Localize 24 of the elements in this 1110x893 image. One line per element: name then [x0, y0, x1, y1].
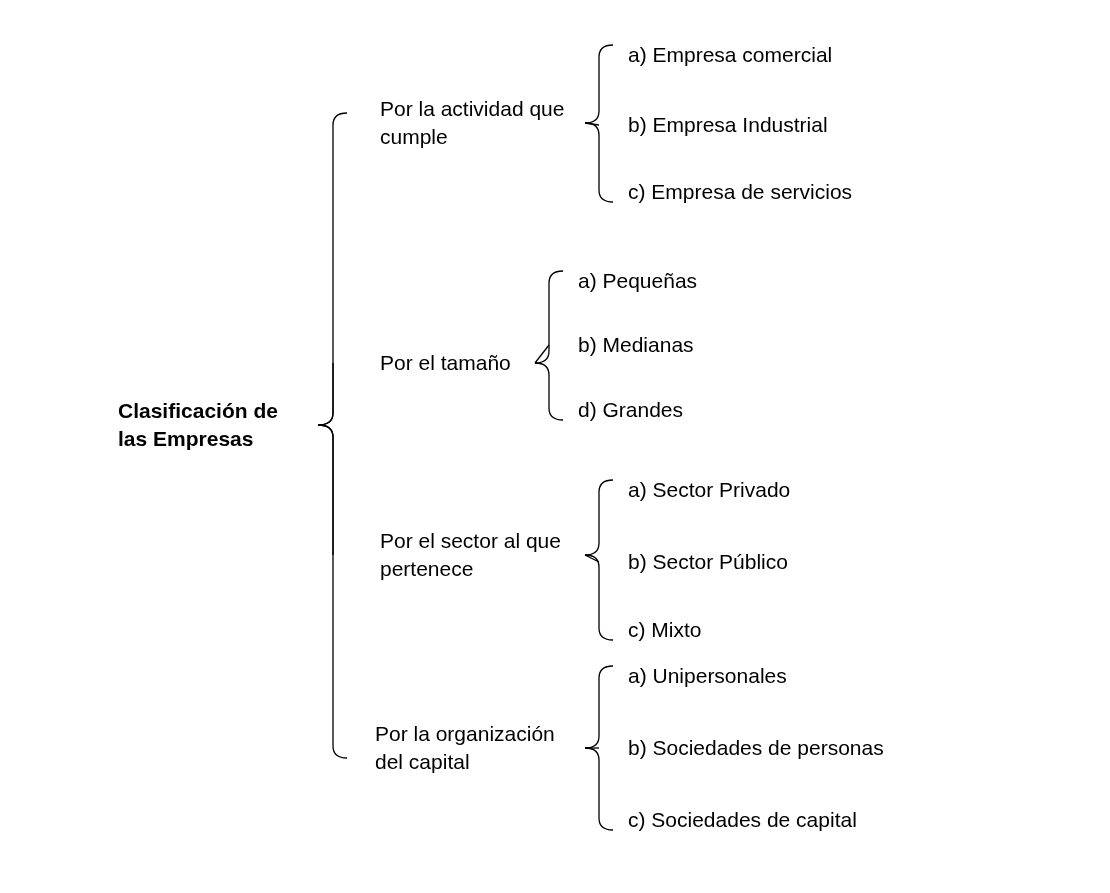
list-item: b) Empresa Industrial — [599, 110, 828, 140]
brace-line — [584, 554, 600, 563]
list-item: b) Sociedades de personas — [599, 733, 884, 763]
list-item: a) Sector Privado — [599, 475, 791, 505]
list-item: a) Pequeñas — [549, 266, 698, 296]
list-item: c) Sociedades de capital — [599, 805, 857, 835]
category-label: Por la organización del capital — [333, 719, 585, 777]
brace-line — [534, 344, 550, 364]
list-item: a) Unipersonales — [599, 661, 787, 691]
brace-line — [534, 362, 564, 421]
category-label: Por el sector al que pertenece — [333, 526, 585, 584]
brace-line — [317, 424, 348, 759]
list-item: b) Medianas — [549, 330, 694, 360]
list-item: c) Mixto — [599, 615, 702, 645]
list-item: d) Grandes — [549, 395, 684, 425]
category-label: Por la actividad que cumple — [333, 94, 585, 152]
list-item: c) Empresa de servicios — [599, 177, 853, 207]
list-item: a) Empresa comercial — [599, 40, 833, 70]
root-title: Clasificación de las Empresas — [118, 396, 318, 454]
brace-line — [584, 554, 614, 641]
list-item: b) Sector Público — [599, 547, 788, 577]
brace-line — [584, 122, 614, 203]
brace-line — [584, 747, 614, 831]
category-label: Por el tamaño — [333, 348, 535, 378]
